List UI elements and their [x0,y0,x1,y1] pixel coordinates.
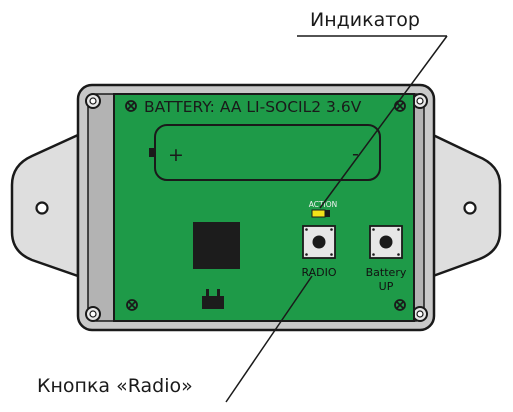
microchip [193,222,240,269]
battery-up-label-line2: UP [379,280,394,293]
radio-callout-leader [225,275,313,403]
enclosure-screw-bottom-right [412,306,428,322]
enclosure-screw-top-left [85,93,101,109]
enclosure-screw-bottom-left [85,306,101,322]
indicator-callout-leader [319,35,448,209]
battery-up-button[interactable] [369,225,403,259]
pcb-screw-bottom-right [394,299,406,311]
battery-spec-label: BATTERY: AA LI-SOCIL2 3.6V [144,98,362,116]
enclosure-screw-top-right [412,93,428,109]
radio-callout-label: Кнопка «Radio» [37,375,193,397]
left-ear-hole [35,201,49,215]
connector-icon [202,289,224,309]
battery-up-label-line1: Battery [366,266,407,279]
battery-terminal [149,148,155,157]
radio-button[interactable] [302,225,336,259]
pcb-screw-bottom-left [126,299,138,311]
indicator-callout-label: Индикатор [310,9,420,31]
battery-minus-sign: - [352,143,359,165]
pcb-screw-top-left [125,100,137,112]
pcb-board [113,93,415,322]
battery-plus-sign: + [168,144,184,166]
pcb-screw-top-right [394,100,406,112]
radio-button-label: RADIO [301,266,336,279]
right-ear-hole [463,201,477,215]
action-led [311,209,330,218]
